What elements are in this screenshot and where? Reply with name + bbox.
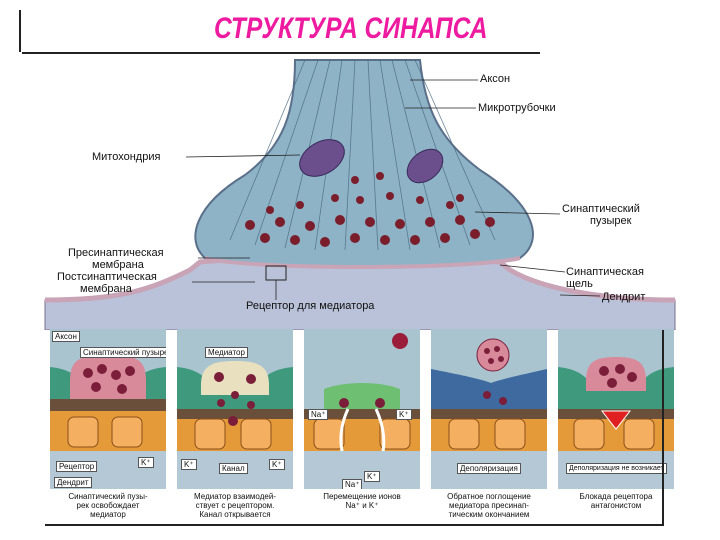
label-receptor: Рецептор для медиатора — [246, 300, 374, 312]
label-vesicle-line1: Синаптический — [562, 203, 640, 215]
panel-5: Деполяризация не возникает — [558, 329, 674, 489]
label-axon: Аксон — [480, 73, 510, 85]
label-postsynaptic-line1: Постсинаптическая — [57, 271, 157, 283]
panel-1: Аксон Синаптический пузырек Рецептор K⁺ … — [50, 329, 166, 489]
panel-3-caption-line2: Na⁺ и K⁺ — [304, 501, 420, 510]
panel-4-caption-line1: Обратное поглощение — [431, 492, 547, 501]
panel-2-tag-channel: Канал — [219, 463, 248, 474]
frame-right-rule — [662, 330, 664, 526]
panel-1-tag-dendrite: Дендрит — [54, 477, 92, 488]
panel-3-tag-na: Na⁺ — [308, 409, 328, 420]
panel-4-caption: Обратное поглощение медиатора пресинап- … — [431, 492, 547, 519]
panel-3-tag-k-bottom: K⁺ — [364, 471, 380, 482]
panel-3: Na⁺ K⁺ Na⁺ K⁺ — [304, 329, 420, 489]
label-dendrite: Дендрит — [602, 291, 645, 303]
panel-2-caption-line2: ствует с рецептором. — [177, 501, 293, 510]
panel-4-tag-depolarization: Деполяризация — [457, 463, 521, 474]
panel-5-caption: Блокада рецептора антагонистом — [558, 492, 674, 510]
panel-1-tag-receptor: Рецептор — [56, 461, 97, 472]
panel-1-tag-axon: Аксон — [52, 331, 80, 342]
label-vesicle-line2: пузырек — [590, 215, 631, 227]
panel-3-caption-line1: Перемещение ионов — [304, 492, 420, 501]
panel-4-caption-line2: медиатора пресинап- — [431, 501, 547, 510]
panel-3-tag-k: K⁺ — [396, 409, 412, 420]
panel-3-caption: Перемещение ионов Na⁺ и K⁺ — [304, 492, 420, 510]
panel-1-tag-k: K⁺ — [138, 457, 154, 468]
label-presynaptic-line2: мембрана — [92, 259, 144, 271]
panel-2-caption-line1: Медиатор взаимодей- — [177, 492, 293, 501]
panel-1-tag-vesicle: Синаптический пузырек — [80, 347, 166, 358]
panel-5-caption-line2: антагонистом — [558, 501, 674, 510]
panel-5-tag-no-depolarization: Деполяризация не возникает — [566, 463, 667, 474]
panel-1-caption-line1: Синаптический пузы- — [50, 492, 166, 501]
panel-1-caption-line2: рек освобождает — [50, 501, 166, 510]
axon-terminal — [195, 60, 533, 267]
panel-2-tag-k-right: K⁺ — [269, 459, 285, 470]
label-mitochondria: Митохондрия — [92, 151, 160, 163]
panel-4: Деполяризация — [431, 329, 547, 489]
panel-5-caption-line1: Блокада рецептора — [558, 492, 674, 501]
frame-bottom-rule — [45, 524, 662, 526]
panel-1-caption-line3: медиатор — [50, 510, 166, 519]
label-presynaptic-line1: Пресинаптическая — [68, 247, 164, 259]
panel-4-caption-line3: тическим окончанием — [431, 510, 547, 519]
label-cleft-line2: щель — [566, 278, 593, 290]
panel-2: Медиатор K⁺ Канал K⁺ — [177, 329, 293, 489]
panel-1-caption: Синаптический пузы- рек освобождает меди… — [50, 492, 166, 519]
panel-3-tag-na-bottom: Na⁺ — [342, 479, 362, 489]
panel-2-caption-line3: Канал открывается — [177, 510, 293, 519]
label-microtubules: Микротрубочки — [478, 102, 556, 114]
label-cleft-line1: Синаптическая — [566, 266, 644, 278]
panel-2-tag-k-left: K⁺ — [181, 459, 197, 470]
panel-2-caption: Медиатор взаимодей- ствует с рецептором.… — [177, 492, 293, 519]
panel-2-tag-mediator: Медиатор — [205, 347, 248, 358]
label-postsynaptic-line2: мембрана — [80, 283, 132, 295]
